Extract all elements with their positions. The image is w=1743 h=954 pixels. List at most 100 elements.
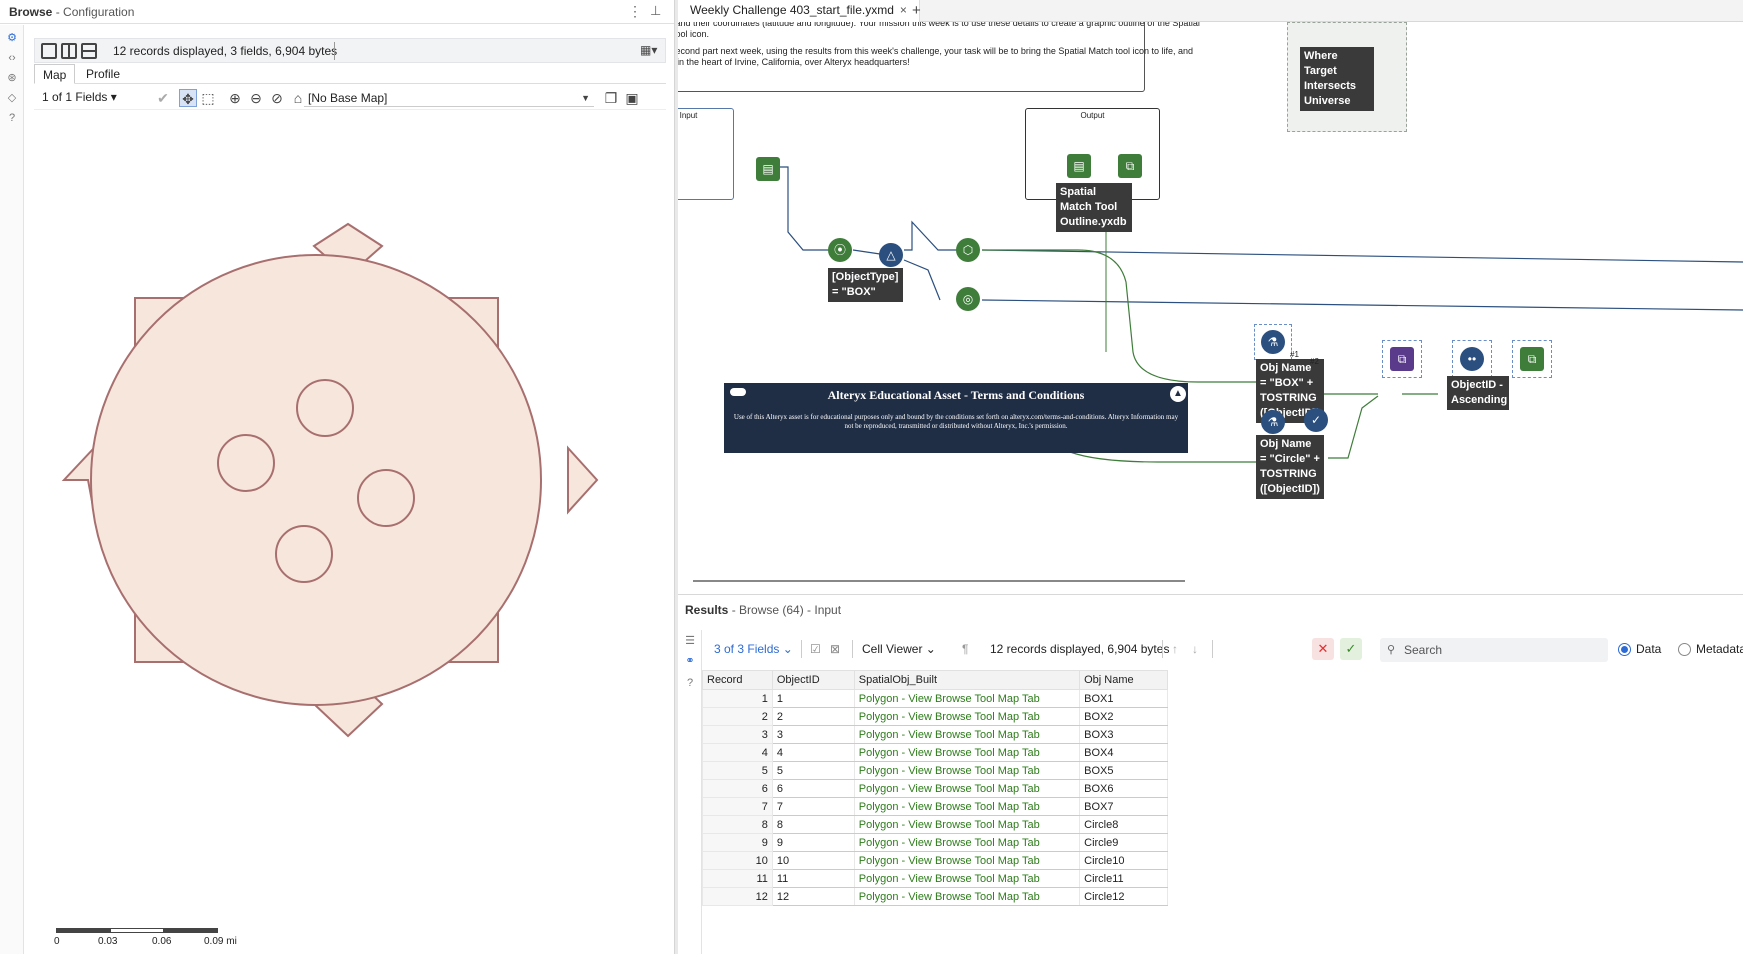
spatial-cell[interactable]: Polygon - View Browse Tool Map Tab: [853, 725, 1081, 744]
objectid-cell[interactable]: 11: [771, 869, 855, 888]
sort-tool-icon[interactable]: ••: [1460, 347, 1484, 371]
list-icon[interactable]: ☰: [685, 635, 695, 647]
panel-splitter[interactable]: [674, 0, 678, 954]
chevron-up-icon[interactable]: ▲: [1170, 386, 1186, 402]
obj-name-cell[interactable]: Circle12: [1079, 887, 1168, 906]
record-cell[interactable]: 9: [702, 833, 773, 852]
add-tab-button[interactable]: +: [912, 2, 921, 19]
column-header[interactable]: Record: [702, 670, 773, 690]
split-horizontal-icon[interactable]: [81, 43, 97, 59]
formula-tool-icon[interactable]: ⚗: [1261, 410, 1285, 434]
browse-tool-icon[interactable]: ⧉: [1118, 154, 1142, 178]
objectid-cell[interactable]: 4: [771, 743, 855, 762]
check-icon[interactable]: ✔: [157, 90, 169, 106]
pin-icon[interactable]: ⊥: [650, 3, 662, 18]
spatial-cell[interactable]: Polygon - View Browse Tool Map Tab: [853, 869, 1081, 888]
document-tab[interactable]: Weekly Challenge 403_start_file.yxmd×: [678, 0, 920, 22]
close-box-icon[interactable]: ⊠: [830, 642, 841, 656]
viewer-dropdown[interactable]: Cell Viewer ⌄: [862, 642, 936, 656]
clear-filter-button[interactable]: ✕: [1312, 638, 1334, 660]
spatial-match-container[interactable]: Where Target Intersects Universe: [1287, 22, 1407, 132]
close-icon[interactable]: ×: [899, 3, 907, 17]
input-data-icon[interactable]: ▤: [756, 157, 780, 181]
results-grid[interactable]: Record ObjectID SpatialObj_Built Obj Nam…: [702, 670, 1168, 906]
fields-dropdown[interactable]: 1 of 1 Fields ▾: [42, 90, 117, 104]
objectid-cell[interactable]: 3: [771, 725, 855, 744]
spatial-cell[interactable]: Polygon - View Browse Tool Map Tab: [853, 797, 1081, 816]
obj-name-cell[interactable]: Circle11: [1079, 869, 1168, 888]
record-cell[interactable]: 11: [702, 869, 773, 888]
record-cell[interactable]: 3: [702, 725, 773, 744]
copy-icon[interactable]: ❐: [604, 90, 618, 106]
workflow-canvas[interactable]: Input ▤ Output ▤ ⧉ Spatial Match Tool Ou…: [678, 22, 1743, 587]
toggle-icon[interactable]: [730, 388, 746, 396]
base-map-select[interactable]: [No Base Map]▼: [304, 89, 594, 107]
tab-profile[interactable]: Profile: [86, 67, 121, 81]
obj-name-cell[interactable]: BOX6: [1079, 779, 1168, 798]
spatial-cell[interactable]: Polygon - View Browse Tool Map Tab: [853, 689, 1081, 708]
obj-name-cell[interactable]: Circle10: [1079, 851, 1168, 870]
zoom-out-icon[interactable]: ⊖: [250, 90, 262, 106]
comment-box[interactable]: [678, 22, 1145, 92]
obj-name-cell[interactable]: Circle9: [1079, 833, 1168, 852]
column-header[interactable]: Obj Name: [1079, 670, 1168, 690]
objectid-cell[interactable]: 12: [771, 887, 855, 906]
record-cell[interactable]: 6: [702, 779, 773, 798]
zoom-selected-icon[interactable]: ⊘: [271, 90, 283, 106]
obj-name-cell[interactable]: BOX3: [1079, 725, 1168, 744]
apply-filter-button[interactable]: ✓: [1340, 638, 1362, 660]
data-radio[interactable]: [1618, 643, 1631, 656]
record-cell[interactable]: 1: [702, 689, 773, 708]
split-vertical-icon[interactable]: [61, 43, 77, 59]
tag-icon[interactable]: ◇: [7, 92, 17, 104]
obj-name-cell[interactable]: BOX1: [1079, 689, 1168, 708]
code-icon[interactable]: ‹›: [8, 52, 16, 64]
help-icon[interactable]: ?: [686, 677, 694, 689]
fields-dropdown[interactable]: 3 of 3 Fields ⌄: [714, 642, 793, 656]
pan-icon[interactable]: ✥: [179, 89, 197, 107]
obj-name-cell[interactable]: BOX4: [1079, 743, 1168, 762]
terms-box[interactable]: Alteryx Educational Asset - Terms and Co…: [724, 383, 1188, 453]
objectid-cell[interactable]: 1: [771, 689, 855, 708]
metadata-radio[interactable]: [1678, 643, 1691, 656]
help-icon[interactable]: ?: [8, 112, 16, 124]
home-icon[interactable]: ⌂: [293, 90, 303, 106]
buffer-tool-icon[interactable]: ◎: [956, 287, 980, 311]
search-input[interactable]: ⚲ Search: [1380, 638, 1608, 662]
single-view-icon[interactable]: [41, 43, 57, 59]
paragraph-icon[interactable]: ¶: [962, 642, 969, 656]
layout-menu-icon[interactable]: ▦▾: [640, 43, 658, 57]
spatial-cell[interactable]: Polygon - View Browse Tool Map Tab: [853, 851, 1081, 870]
obj-name-cell[interactable]: Circle8: [1079, 815, 1168, 834]
objectid-cell[interactable]: 7: [771, 797, 855, 816]
select-rect-icon[interactable]: ⬚: [201, 90, 215, 106]
objectid-cell[interactable]: 8: [771, 815, 855, 834]
spatial-cell[interactable]: Polygon - View Browse Tool Map Tab: [853, 761, 1081, 780]
arrow-down-icon[interactable]: ↓: [1192, 642, 1198, 656]
record-cell[interactable]: 7: [702, 797, 773, 816]
spatial-cell[interactable]: Polygon - View Browse Tool Map Tab: [853, 887, 1081, 906]
select-tool-icon[interactable]: ✓: [1304, 408, 1328, 432]
arrow-up-icon[interactable]: ↑: [1172, 642, 1178, 656]
poly-build-icon[interactable]: ⬡: [956, 238, 980, 262]
obj-name-cell[interactable]: BOX7: [1079, 797, 1168, 816]
kebab-menu-icon[interactable]: ⋮: [628, 3, 642, 19]
create-points-icon[interactable]: ⦿: [828, 238, 852, 262]
spatial-cell[interactable]: Polygon - View Browse Tool Map Tab: [853, 707, 1081, 726]
input-tool-icon[interactable]: ▤: [1067, 154, 1091, 178]
objectid-cell[interactable]: 2: [771, 707, 855, 726]
zoom-in-icon[interactable]: ⊕: [229, 90, 241, 106]
column-header[interactable]: SpatialObj_Built: [853, 670, 1081, 690]
map-view[interactable]: [34, 112, 666, 954]
